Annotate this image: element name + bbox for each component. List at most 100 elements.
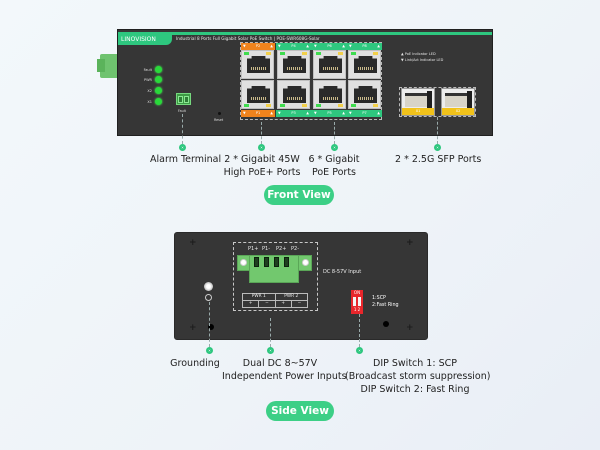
port-label: P2 [255,44,261,48]
rj45-port-p5[interactable] [313,80,346,109]
sfp-port-x2[interactable]: X2 [441,88,475,116]
port-pins [358,67,373,70]
callout-line-1: 2 * Gigabit 45W [224,154,300,165]
port-socket [247,56,270,73]
fault-led-icon [155,66,162,73]
callout-dot-power [267,347,274,354]
mounting-screw-icon: + [189,323,197,333]
callout-line-1: DIP Switch 1: SCP [373,358,457,369]
callout-alarm-terminal: Alarm Terminal [150,154,222,165]
callout-line-grounding [209,302,210,347]
connector-screw-icon [302,259,309,266]
port-pins [323,97,338,100]
poe-led-legend: ▲ PoE Indicator LED [401,52,436,56]
port-strip-p4: ▼P4▲ [278,44,309,48]
callout-line-poe-plus [261,122,262,144]
poe-led-icon [373,104,378,107]
dip-toggle-2[interactable] [358,297,361,306]
callout-line-1: Dual DC 8~57V [242,358,318,369]
callout-grounding: Grounding [170,358,220,369]
callout-dot-alarm [179,144,186,151]
port-label: P7 [362,111,367,115]
dip-desc-2: 2:Fast Ring [372,303,399,308]
port-label: P5 [327,111,332,115]
callout-line-1: 6 * Gigabit [308,154,360,165]
callout-line-2: PoE Ports [311,167,356,178]
port-pins [358,97,373,100]
connector-slot [274,257,279,267]
port-socket [354,86,377,103]
port-label: P4 [291,44,296,48]
port-strip-p6: ▼P6▲ [314,44,345,48]
port-socket [354,56,377,73]
port-strip-p8: ▼P8▲ [349,44,380,48]
mounting-screw-icon: + [406,323,414,333]
poe-led-icon [302,52,307,55]
callout-line-2: High PoE+ Ports [223,167,301,178]
link-led-icon [280,52,285,55]
rj45-port-p6[interactable] [313,50,346,79]
reset-label: Reset [214,118,224,122]
callout-poe-ports: 6 * Gigabit PoE Ports [305,153,363,179]
port-strip-bottom-poe [276,110,382,117]
callout-sfp-ports: 2 * 2.5G SFP Ports [395,154,482,165]
mounting-screw-icon: + [189,238,197,248]
pin-label-p2-plus: P2+ [276,246,287,252]
sfp-cage [405,93,429,107]
callout-line-sfp [437,117,438,144]
callout-dip-switch: DIP Switch 1: SCP (Broadcast storm suppr… [345,357,490,396]
rj45-port-p2[interactable] [241,50,274,79]
connector-screw-icon [240,259,247,266]
power-input-label: DC 8-57V Input [323,269,362,275]
rj45-port-p1[interactable] [241,80,274,109]
rj45-port-p3[interactable] [277,80,310,109]
pwr-led-icon [155,76,162,83]
rj45-port-p8[interactable] [348,50,381,79]
front-view-label[interactable]: Front View [264,185,334,205]
poe-led-icon [373,52,378,55]
callout-poe-plus-ports: 2 * Gigabit 45W High PoE+ Ports [222,153,302,179]
dip-toggle-1[interactable] [353,297,356,306]
callout-dot-poe-plus [258,144,265,151]
din-rail-clip [100,54,120,78]
poe-led-icon [266,104,271,107]
pin-label-p1-minus: P1- [262,246,271,252]
link-led-icon [244,52,249,55]
dip-desc-1: 1:SCP [372,296,386,301]
port-pins [251,97,266,100]
brand-stripe [118,32,492,35]
port-socket [247,86,270,103]
rj45-port-p7[interactable] [348,80,381,109]
led-label-x1: X1 [147,100,152,104]
rj45-port-block: ▼P2▲ ▼P4▲ ▼P6▲ ▼P8▲ [240,42,382,120]
power-polarity-table: PWR 1 PWR 2 + − + − [242,293,308,308]
port-socket [283,86,306,103]
link-led-legend: ▼ Link/Act Indicator LED [401,58,444,62]
rj45-port-p4[interactable] [277,50,310,79]
dip-numbers: 1 2 [353,307,361,312]
side-view-label[interactable]: Side View [266,401,334,421]
dip-switch[interactable]: ON 1 2 [351,290,363,314]
polarity-cell: − [297,301,302,306]
link-led-icon [316,104,321,107]
led-label-fault: Fault [143,68,152,72]
pwr1-header: PWR 1 [243,294,276,300]
terminal-label: Fault [178,109,186,113]
connector-slot [254,257,259,267]
reset-button[interactable] [218,112,221,115]
port-pins [287,97,302,100]
link-led-icon [316,52,321,55]
port-pins [287,67,302,70]
link-led-icon [244,104,249,107]
poe-led-icon [338,104,343,107]
sfp-label: X1 [402,108,434,115]
front-panel: LINOVISION Industrial 8 Ports Full Gigab… [117,29,493,136]
callout-line-dip [359,314,360,347]
port-strip-p2: ▼P2▲ [241,43,275,50]
callout-dot-poe [331,144,338,151]
ground-symbol-icon [205,294,212,301]
port-label: P6 [327,44,332,48]
polarity-cell: + [276,301,292,307]
led-label-pwr: PWR [143,78,152,82]
sfp-port-x1[interactable]: X1 [401,88,435,116]
